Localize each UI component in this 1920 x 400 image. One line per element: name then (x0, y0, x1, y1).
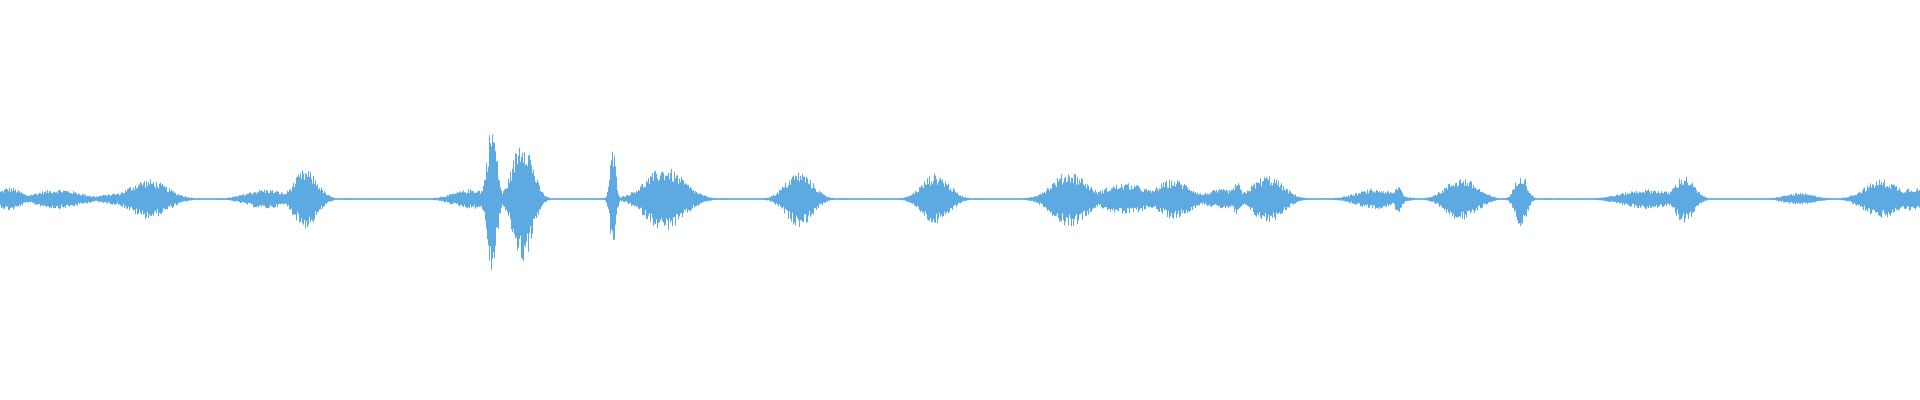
waveform-signal (0, 134, 1920, 270)
